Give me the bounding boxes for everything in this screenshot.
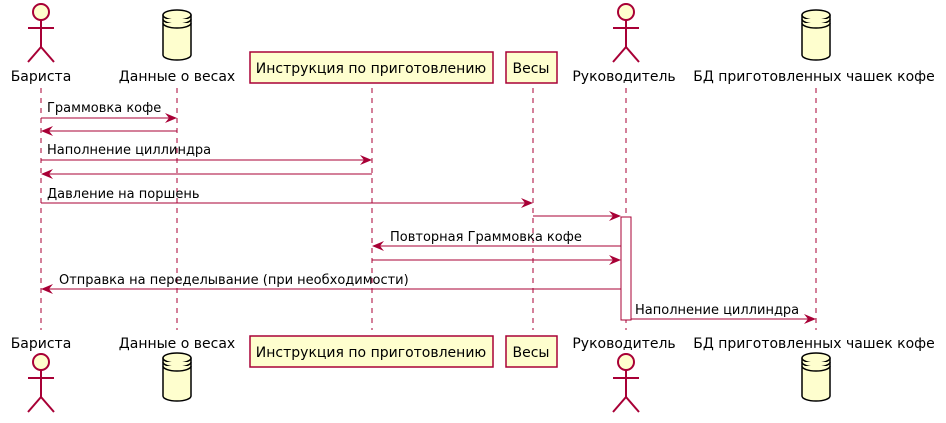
participant-box-instruction-bottom (249, 335, 494, 368)
participant-label-manager-top: Руководитель (572, 69, 675, 85)
message-1: Граммовка кофе (41, 101, 177, 123)
message-9: Отправка на переделывание (при необходим… (41, 273, 621, 294)
message-2 (41, 126, 177, 136)
database-icon-cups-db-top (801, 9, 831, 61)
participant-label-cups-db-top: БД приготовленных чашек кофе (693, 69, 934, 85)
participant-label-cups-db-bottom: БД приготовленных чашек кофе (693, 336, 934, 352)
participant-box-instruction-top (249, 51, 494, 84)
message-5: Давление на поршень (41, 187, 533, 208)
database-icon-weights-data-top (162, 9, 192, 61)
participant-label-scales-top: Весы (513, 61, 550, 77)
participant-label-instruction-bottom: Инструкция по приготовлению (256, 345, 487, 361)
activation-bar-manager (620, 216, 632, 321)
message-label-3: Наполнение циллиндра (47, 143, 211, 158)
message-3: Наполнение циллиндра (41, 143, 372, 165)
participant-label-scales-bottom: Весы (513, 345, 550, 361)
actor-icon-manager-bottom (612, 353, 640, 413)
message-6 (533, 211, 621, 221)
database-icon-weights-data-bottom (162, 352, 192, 402)
participant-label-barista-bottom: Бариста (11, 336, 72, 352)
database-icon-cups-db-bottom (801, 352, 831, 402)
message-7: Повторная Граммовка кофе (372, 230, 621, 251)
message-10: Наполнение циллиндра (631, 303, 816, 324)
actor-icon-barista-top (27, 3, 55, 63)
participant-box-scales-bottom (505, 335, 558, 368)
participant-label-barista-top: Бариста (11, 69, 72, 85)
message-label-1: Граммовка кофе (47, 101, 161, 116)
actor-icon-manager-top (612, 3, 640, 63)
message-label-9: Отправка на переделывание (при необходим… (59, 273, 409, 288)
message-label-7: Повторная Граммовка кофе (390, 230, 582, 245)
message-label-10: Наполнение циллиндра (635, 303, 799, 318)
participant-label-manager-bottom: Руководитель (572, 336, 675, 352)
message-4 (41, 169, 372, 179)
participant-label-weights-data-bottom: Данные о весах (119, 336, 235, 352)
participant-label-weights-data-top: Данные о весах (119, 69, 235, 85)
message-8 (372, 255, 621, 265)
participant-box-scales-top (505, 51, 558, 84)
participant-label-instruction-top: Инструкция по приготовлению (256, 61, 487, 77)
actor-icon-barista-bottom (27, 353, 55, 413)
message-label-5: Давление на поршень (47, 187, 200, 202)
